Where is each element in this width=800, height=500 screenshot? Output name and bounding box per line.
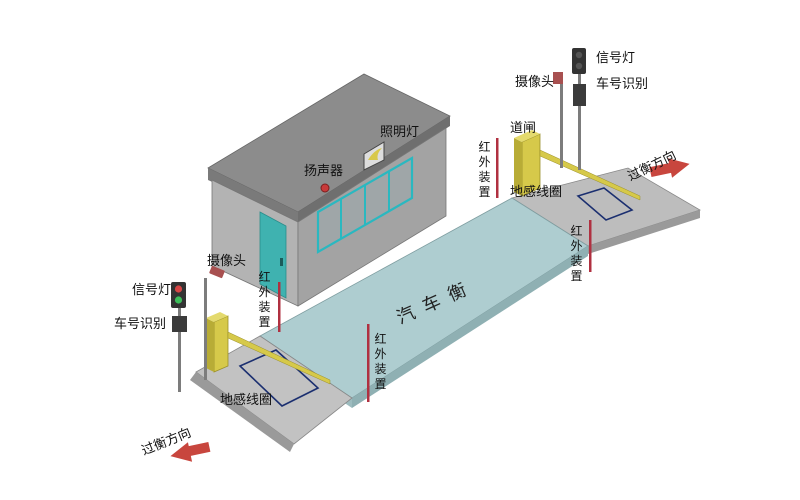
signal-light-left-icon — [171, 282, 186, 308]
infrared-post-booth — [278, 282, 281, 332]
label-infrared-front-left: 红外装置 — [374, 332, 387, 391]
label-ground-loop-right: 地感线圈 — [510, 185, 563, 200]
direction-arrow-right — [649, 158, 690, 178]
pole-left — [171, 282, 187, 392]
label-ground-loop-left: 地感线圈 — [220, 393, 273, 408]
label-infrared-right: 红外装置 — [570, 224, 583, 283]
camera-left-icon — [209, 265, 225, 279]
label-signal-light-left: 信号灯 — [132, 283, 172, 298]
camera-right-icon — [553, 72, 563, 84]
infrared-post-back-left — [496, 138, 499, 198]
label-plate-recognition-right: 车号识别 — [596, 77, 649, 92]
camera-pole-right — [553, 72, 563, 168]
label-plate-recognition-left: 车号识别 — [114, 317, 167, 332]
ground-loop-left — [238, 349, 320, 407]
infrared-post-right — [589, 220, 592, 272]
barrier-gate-right — [514, 130, 641, 201]
camera-pole-left — [204, 265, 225, 380]
pole-right — [572, 48, 586, 170]
label-infrared-back-left: 红外装置 — [478, 140, 491, 199]
booth — [207, 73, 451, 307]
left-ramp — [190, 335, 353, 452]
label-barrier-gate: 道闸 — [510, 121, 537, 136]
booth-door — [259, 211, 287, 299]
barrier-gate-left — [206, 312, 331, 385]
lighting-lamp-icon — [363, 141, 385, 171]
signal-light-right-icon — [572, 48, 586, 74]
label-infrared-booth: 红外装置 — [258, 270, 271, 329]
label-loudspeaker: 扬声器 — [304, 164, 344, 179]
direction-arrow-left — [170, 441, 211, 462]
infrared-post-front-left — [367, 324, 370, 402]
label-camera-left: 摄像头 — [207, 254, 247, 269]
ground-loop-right — [576, 187, 634, 221]
plate-recognition-right-icon — [573, 84, 586, 106]
label-lighting-lamp: 照明灯 — [380, 125, 420, 140]
label-camera-right: 摄像头 — [515, 75, 555, 90]
plate-recognition-left-icon — [172, 316, 187, 332]
loudspeaker-icon — [320, 183, 330, 193]
label-signal-light-right: 信号灯 — [596, 51, 636, 66]
